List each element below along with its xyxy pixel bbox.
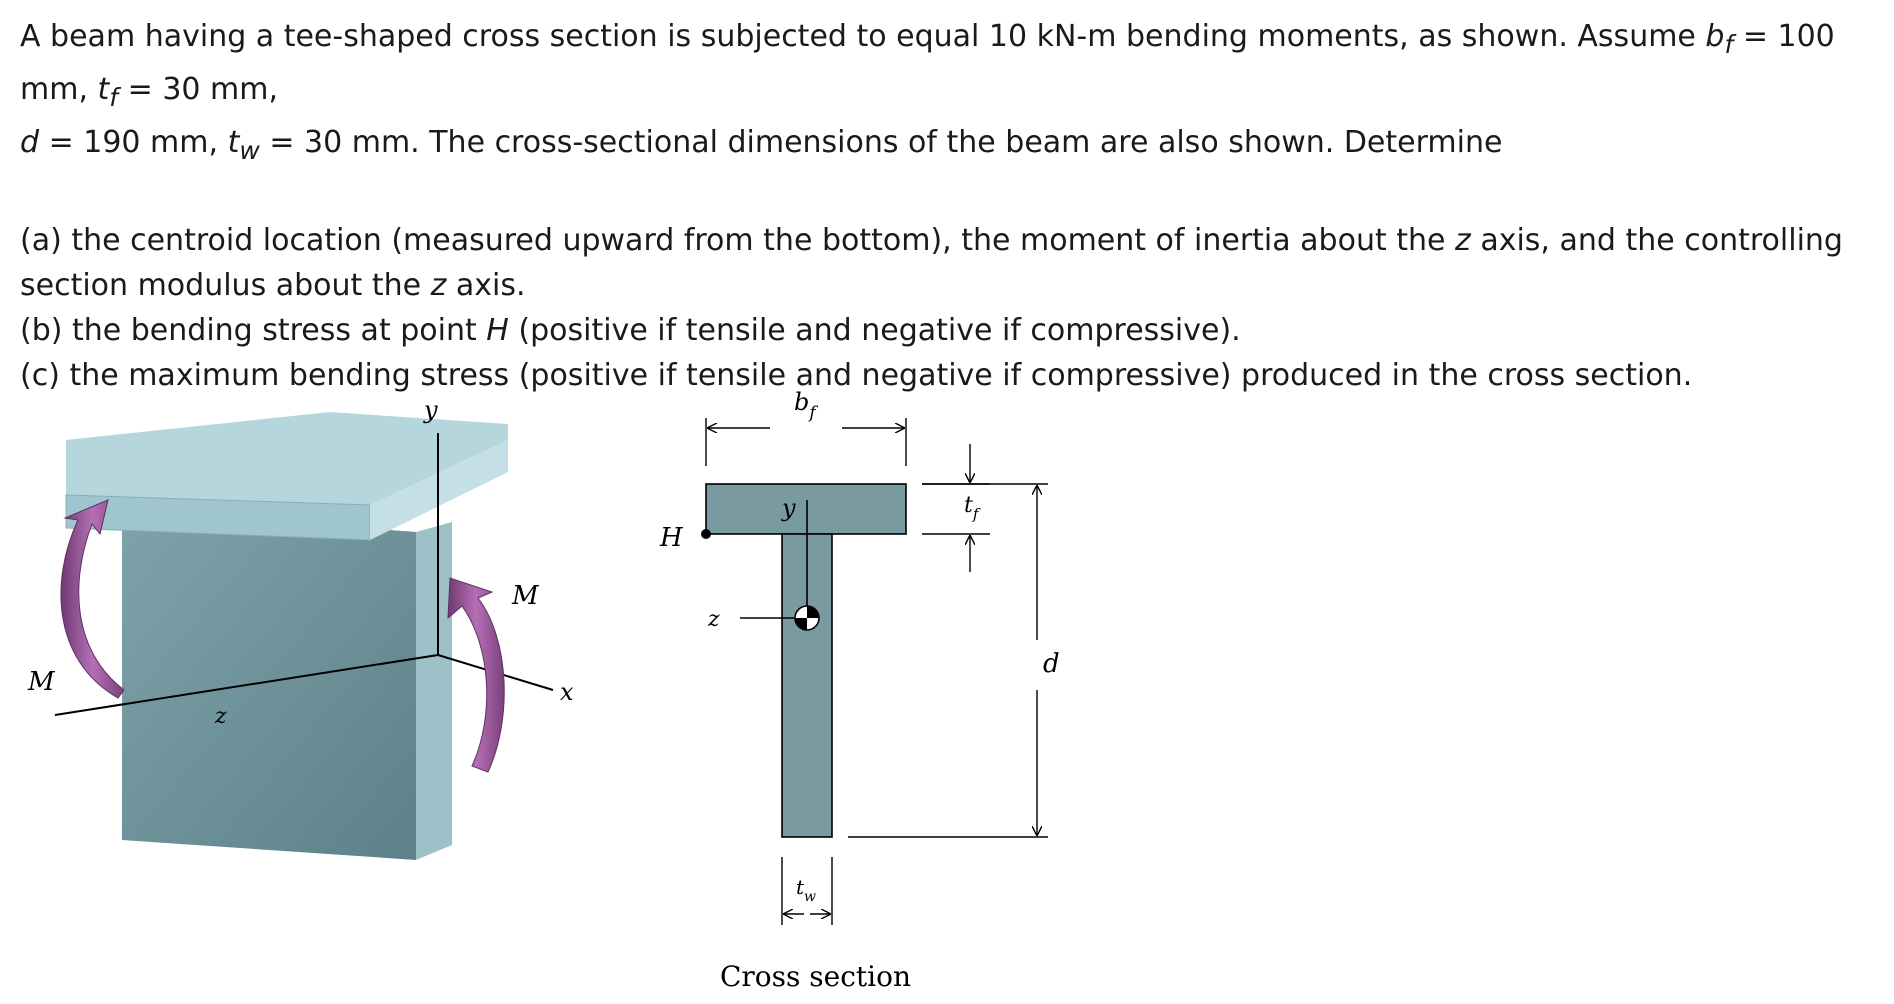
section-z-label: z (707, 607, 720, 632)
figure: y z x M M y z H bf tf (0, 370, 1894, 1004)
part-a-z1: z (1455, 223, 1471, 258)
part-a-text-2: axis, and the controlling section modulu… (20, 223, 1843, 303)
moment-arrow-left (60, 499, 125, 699)
d-label: d (1043, 649, 1060, 679)
part-a-text-1: (a) the centroid location (measured upwa… (20, 223, 1456, 258)
moment-arrow-right (447, 577, 505, 773)
part-b-text-1: (b) the bending stress at point (20, 313, 487, 348)
d-value: = 190 mm, (39, 125, 228, 160)
beam-3d (65, 412, 508, 860)
figure-caption: Cross section (720, 960, 911, 993)
d-symbol: d (20, 125, 40, 160)
bf-label: bf (794, 388, 818, 423)
bf-dimension (705, 418, 907, 466)
section-y-label: y (781, 494, 796, 522)
tf-dimension (922, 444, 990, 572)
part-b-H: H (486, 313, 509, 348)
problem-statement: A beam having a tee-shaped cross section… (20, 14, 1880, 398)
tf-label: tf (964, 493, 981, 523)
part-a-text-3: axis. (446, 268, 526, 303)
web-front (122, 510, 416, 860)
flange-top (66, 412, 508, 505)
problem-intro: A beam having a tee-shaped cross section… (20, 14, 1880, 173)
part-a: (a) the centroid location (measured upwa… (20, 218, 1880, 308)
tf-subscript: f (109, 83, 119, 112)
figure-svg: y z x M M y z H bf tf (27, 388, 1060, 993)
y-axis-label: y (423, 396, 438, 424)
tw-symbol: t (227, 125, 240, 160)
part-a-z2: z (430, 268, 447, 303)
point-H-label: H (659, 523, 684, 553)
cross-section (701, 483, 907, 838)
web-side (416, 522, 452, 860)
tf-value: = 30 mm, (118, 72, 279, 107)
moment-label-left: M (27, 667, 56, 697)
z-axis-label: z (214, 704, 227, 729)
part-c: (c) the maximum bending stress (positive… (20, 358, 1693, 393)
tf-symbol: t (97, 72, 110, 107)
part-b-text-2: (positive if tensile and negative if com… (508, 313, 1241, 348)
section-flange (705, 483, 907, 535)
bf-symbol: b (1705, 19, 1725, 54)
tw-dimension (781, 857, 833, 925)
moment-label-right: M (511, 581, 540, 611)
point-H-dot (701, 529, 711, 539)
tw-value: = 30 mm. The cross-sectional dimensions … (259, 125, 1503, 160)
x-axis-label: x (560, 678, 574, 706)
tw-subscript: w (239, 136, 260, 165)
part-b: (b) the bending stress at point H (posit… (20, 308, 1880, 353)
z-axis-line (54, 654, 439, 716)
intro-text: A beam having a tee-shaped cross section… (20, 19, 1706, 54)
bf-value: = 100 mm, (20, 19, 1835, 107)
centroid-symbol (794, 605, 820, 631)
d-dimension (848, 483, 1048, 838)
bf-subscript: f (1724, 30, 1734, 59)
tw-label: tw (796, 875, 816, 905)
